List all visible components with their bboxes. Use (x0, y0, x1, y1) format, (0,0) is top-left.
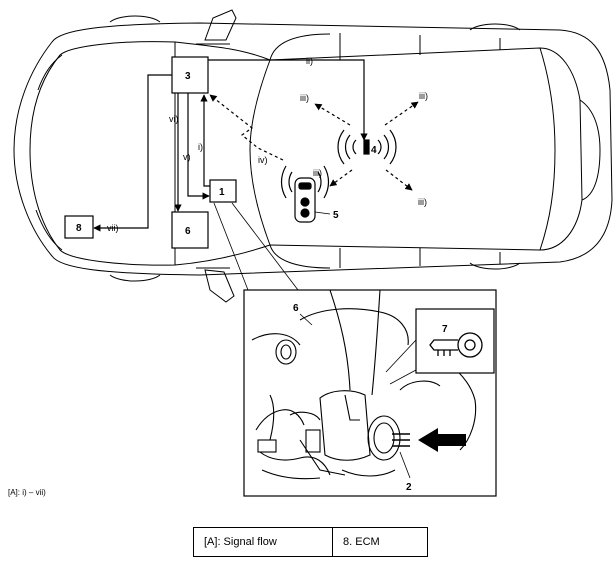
label-signal-iii-c: iii) (313, 168, 322, 178)
box-6 (171, 211, 209, 249)
label-signal-iv: iv) (258, 155, 268, 165)
label-n1: 1 (219, 187, 225, 198)
label-signal-vii: vii) (107, 223, 119, 233)
label-n7: 7 (442, 324, 448, 335)
label-signal-vi: vi) (169, 114, 179, 124)
signal-arrows (93, 59, 419, 232)
box-8 (64, 215, 94, 239)
signal-key-note: [A]: i) – vii) (8, 488, 46, 497)
legend-table: [A]: Signal flow 8. ECM (193, 527, 428, 557)
detail-leaders (213, 202, 299, 291)
legend-signal-flow: [A]: Signal flow (193, 527, 333, 557)
ignition-detail-inset (243, 289, 497, 497)
key-icon (429, 332, 483, 358)
label-signal-i: i) (198, 142, 203, 152)
label-signal-v: v) (183, 152, 191, 162)
label-signal-iii-b: iii) (419, 91, 428, 101)
antenna-4 (337, 129, 397, 165)
label-n6b: 6 (293, 303, 299, 314)
key-fob-5 (280, 165, 331, 223)
label-n2: 2 (406, 482, 412, 493)
diagram-labels: 3 1 6 8 4 5 6 7 2 ii) i) v) vi) vii) iv)… (76, 56, 448, 493)
label-signal-ii: ii) (306, 56, 313, 66)
label-n8: 8 (76, 223, 82, 234)
box-1 (209, 179, 237, 203)
component-boxes (64, 56, 237, 249)
label-signal-iii-d: iii) (418, 197, 427, 207)
label-n6a: 6 (185, 226, 191, 237)
label-signal-iii-a: iii) (300, 93, 309, 103)
vehicle-outline (13, 9, 613, 303)
legend-ecm: 8. ECM (332, 527, 428, 557)
label-n3: 3 (185, 71, 191, 82)
label-n4: 4 (371, 145, 377, 156)
label-n5: 5 (333, 210, 339, 221)
